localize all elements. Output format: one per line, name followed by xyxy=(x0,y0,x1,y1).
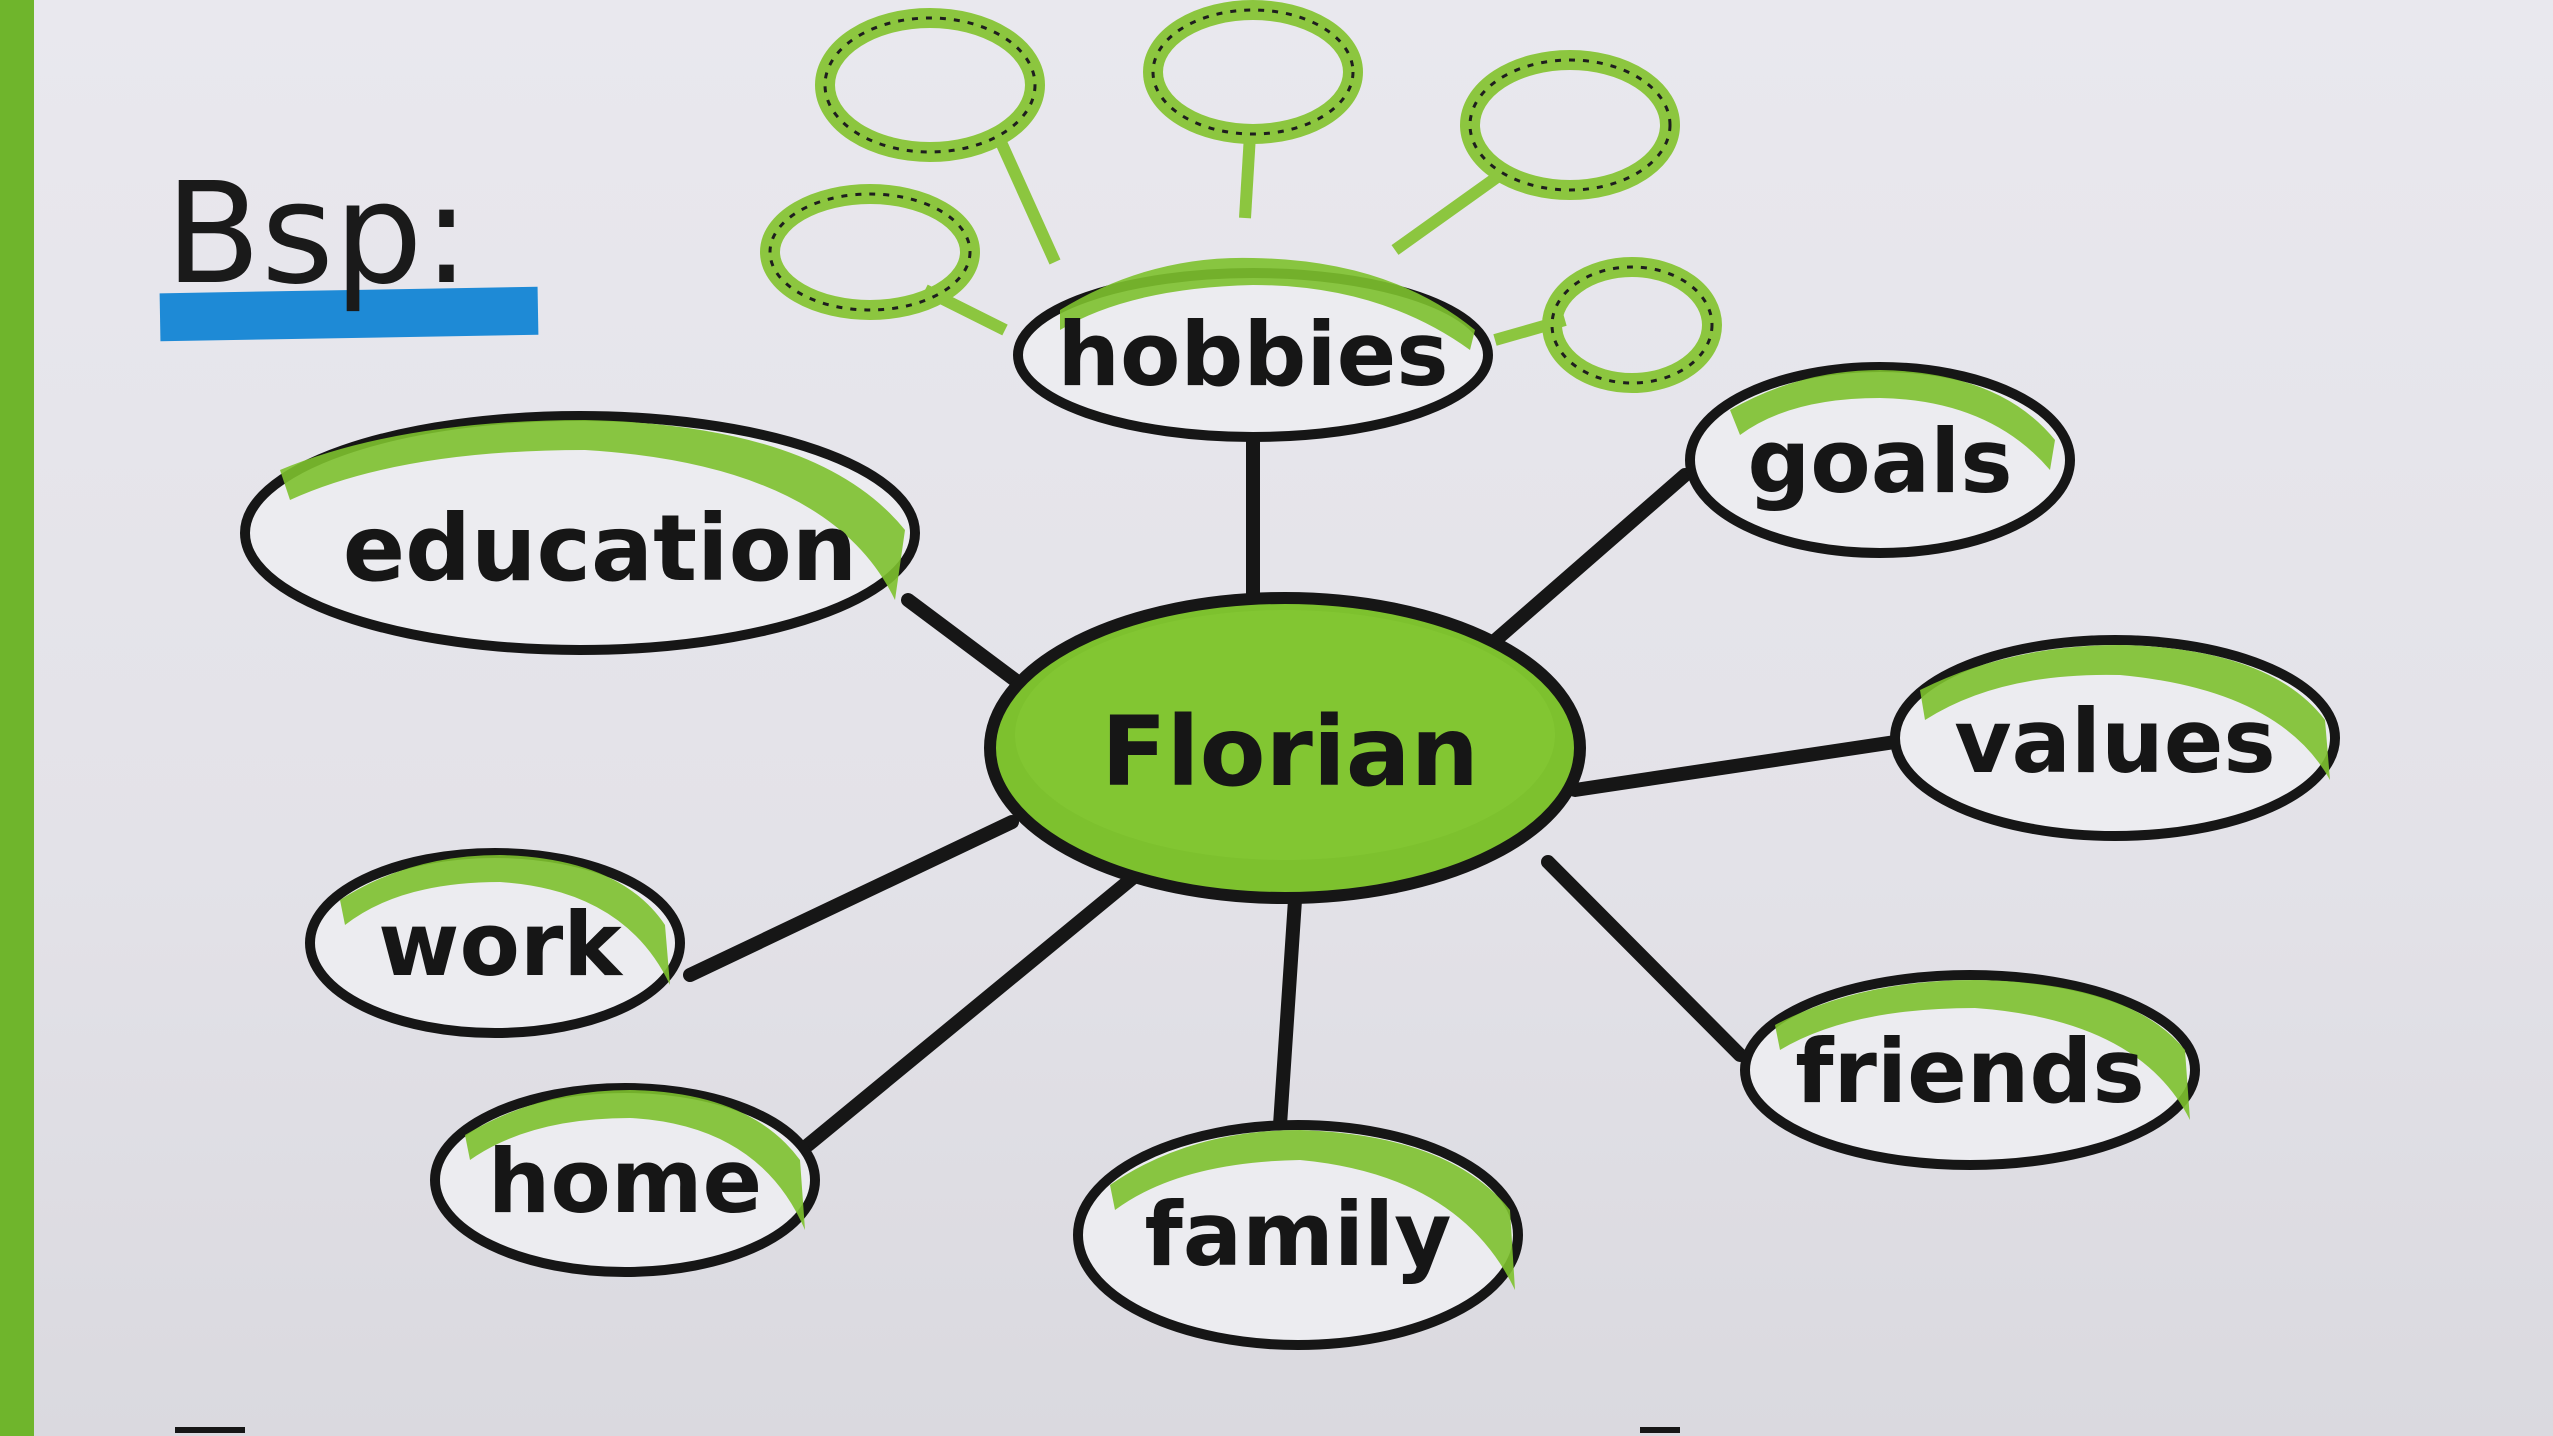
node-values: values xyxy=(1890,635,2340,841)
node-label-friends: friends xyxy=(1795,1020,2145,1123)
node-education: education xyxy=(240,411,920,655)
connector-home xyxy=(801,869,1142,1152)
hobby-subnodes xyxy=(760,0,1722,393)
center-label: Florian xyxy=(1101,696,1479,808)
paper-edge-stripe xyxy=(0,0,34,1436)
connector-work xyxy=(683,815,1019,982)
heading-text: Bsp: xyxy=(165,153,470,316)
node-label-work: work xyxy=(378,893,624,996)
node-label-values: values xyxy=(1954,690,2276,793)
node-work: work xyxy=(305,848,685,1038)
connector-education xyxy=(901,593,1022,687)
node-center: Florian xyxy=(984,592,1586,904)
node-home: home xyxy=(430,1083,820,1277)
node-label-home: home xyxy=(488,1130,762,1233)
node-label-hobbies: hobbies xyxy=(1057,303,1448,406)
node-label-family: family xyxy=(1144,1183,1451,1286)
node-goals: goals xyxy=(1685,362,2075,558)
node-friends: friends xyxy=(1740,970,2200,1170)
heading-underline xyxy=(159,286,539,342)
connector-friends xyxy=(1541,855,1747,1062)
connector-goals xyxy=(1483,468,1692,652)
node-hobbies: hobbies xyxy=(1013,257,1493,442)
connector-values xyxy=(1568,735,1902,797)
heading: Bsp: xyxy=(159,153,539,342)
connector-family xyxy=(1273,893,1302,1132)
connectors xyxy=(683,425,1902,1152)
node-label-goals: goals xyxy=(1747,410,2012,513)
node-label-education: education xyxy=(343,495,858,602)
node-family: family xyxy=(1073,1120,1523,1350)
